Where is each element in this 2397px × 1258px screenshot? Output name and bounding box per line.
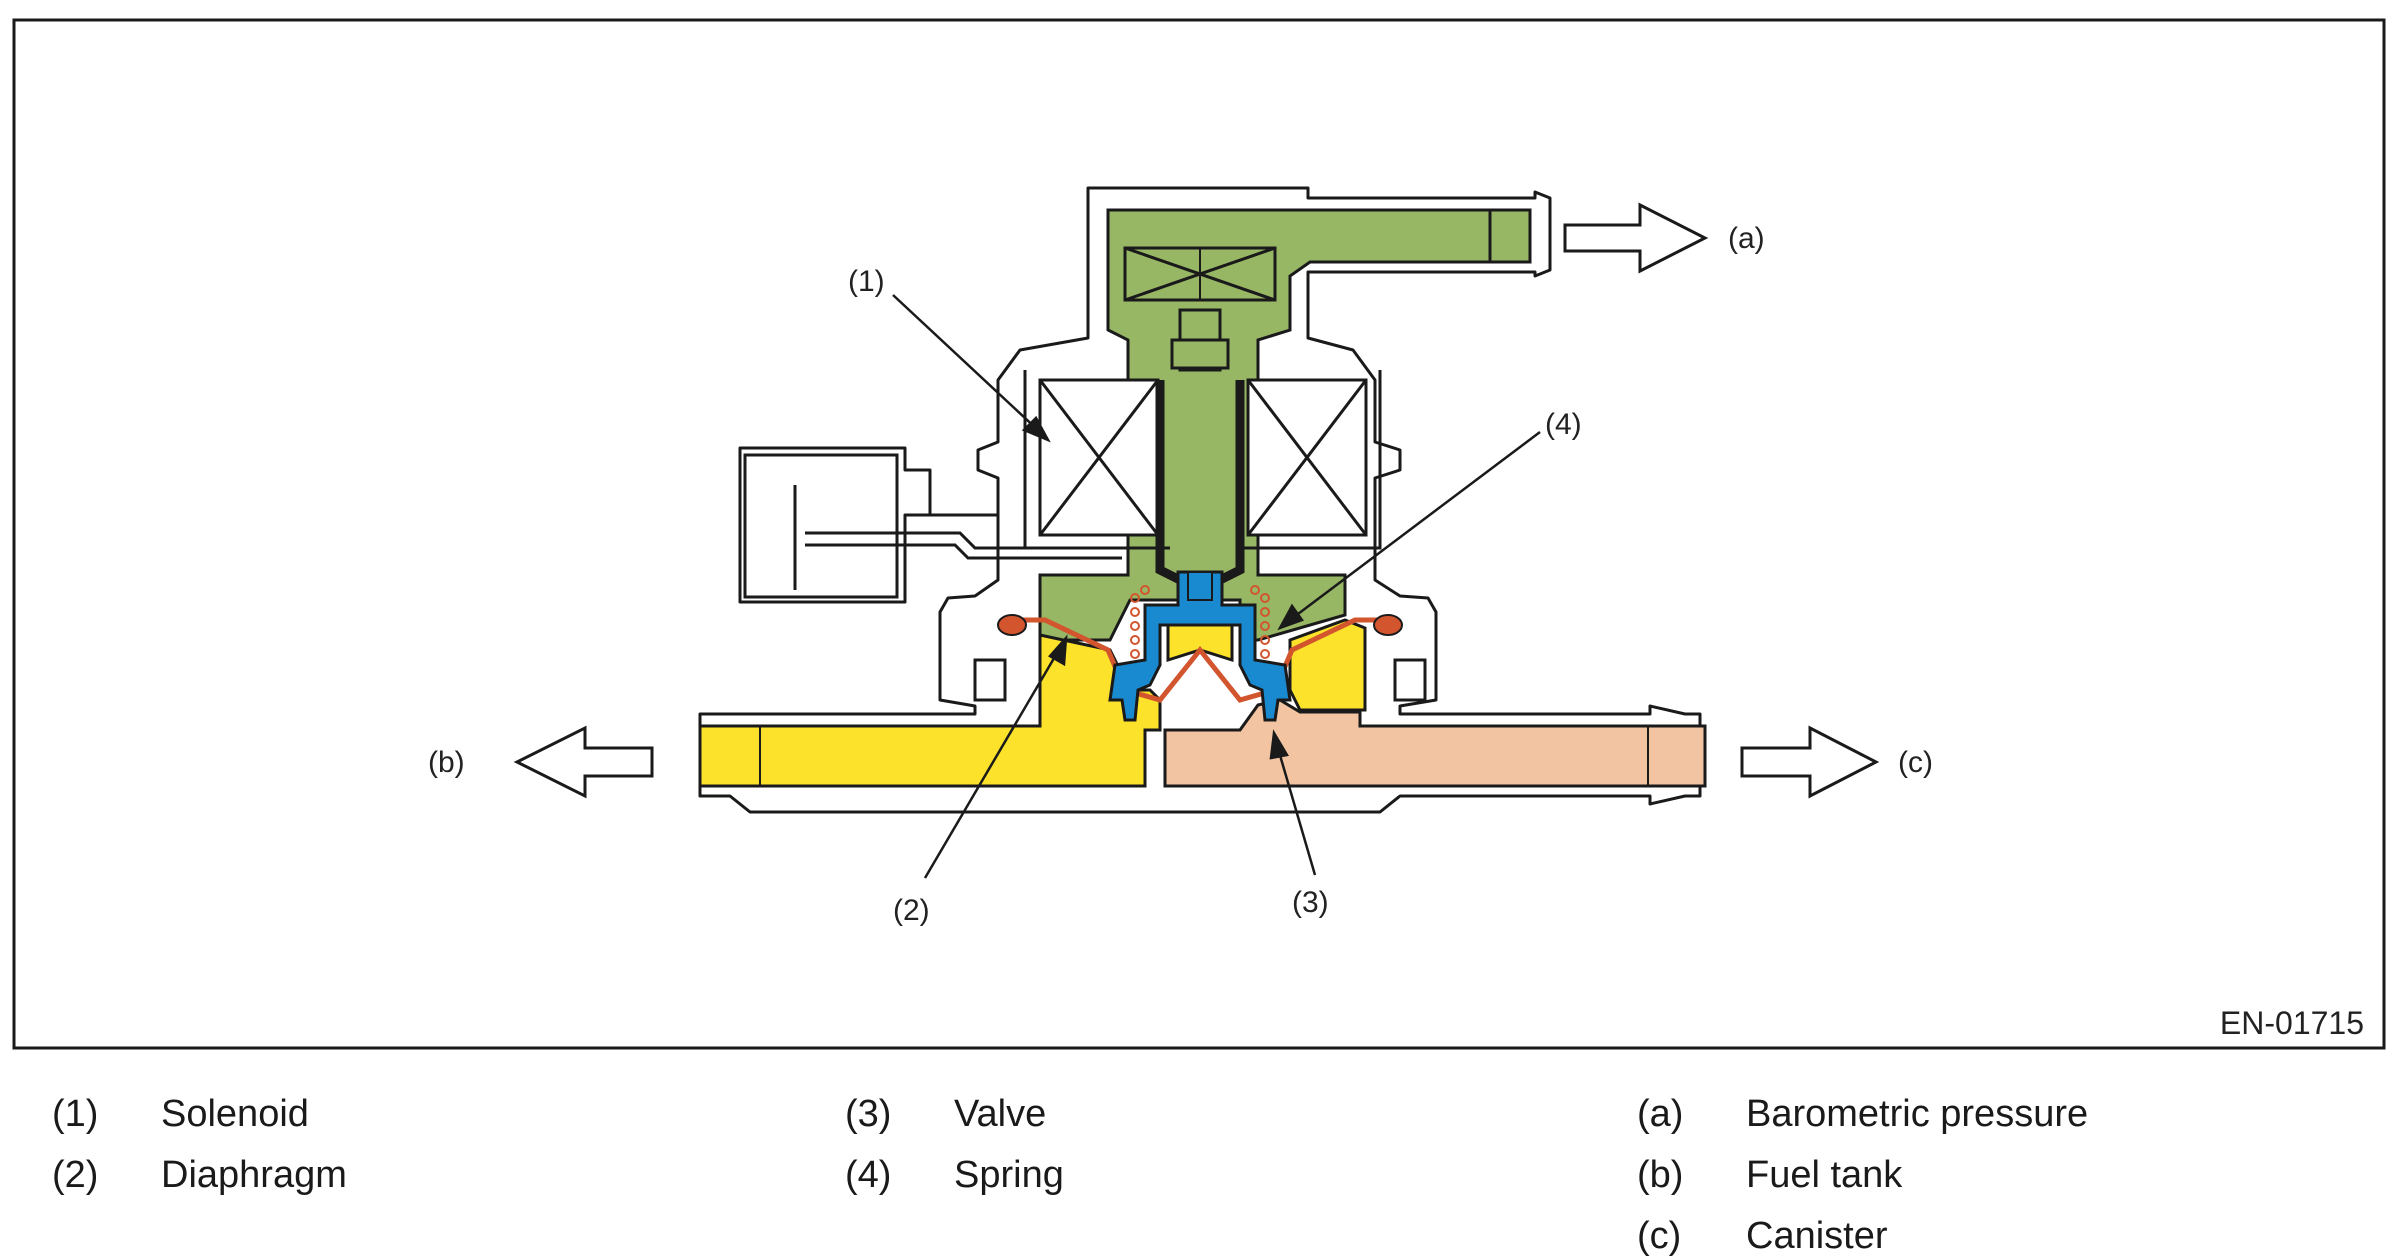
diaphragm-seal-left — [997, 614, 1027, 636]
callout-solenoid: (1) — [848, 265, 885, 298]
valve-spring — [1130, 585, 1270, 659]
arrow-to-barometric — [1563, 202, 1709, 274]
legend-label: Canister — [1746, 1215, 1888, 1257]
electrical-connector — [743, 453, 1122, 599]
legend-label: Barometric pressure — [1746, 1093, 2089, 1135]
callout-canister: (c) — [1898, 746, 1933, 779]
diaphragm-seal-right — [1373, 614, 1403, 636]
legend-key: (c) — [1637, 1215, 1682, 1257]
solenoid-coils — [1023, 370, 1382, 550]
legend-key: (1) — [52, 1093, 99, 1135]
callout-spring: (4) — [1545, 408, 1582, 441]
callout-diaphragm: (2) — [893, 894, 930, 927]
arrow-to-canister — [1740, 725, 1880, 799]
callout-fuel-tank: (b) — [428, 746, 465, 779]
mounting-bosses — [973, 658, 1427, 702]
legend-key: (b) — [1637, 1154, 1684, 1196]
legend-label: Spring — [954, 1154, 1064, 1196]
legend-label: Fuel tank — [1746, 1154, 1903, 1196]
callout-barometric: (a) — [1728, 222, 1765, 255]
diaphragm-membrane — [1005, 617, 1395, 703]
arrow-to-fuel-tank — [513, 725, 654, 799]
leader-lines — [892, 294, 1541, 879]
legend-label: Valve — [954, 1093, 1047, 1135]
legend-key: (2) — [52, 1154, 99, 1196]
legend-key: (4) — [845, 1154, 892, 1196]
legend-key: (3) — [845, 1093, 892, 1135]
legend-label: Solenoid — [161, 1093, 309, 1135]
legend: (1) Solenoid (2) Diaphragm (3) Valve (4)… — [0, 1075, 2397, 1257]
outlet-pipe-a — [1488, 208, 1532, 264]
vent-valve-diagram: (1) (4) (2) (3) (a) (b) (c) EN-01715 — [12, 18, 2386, 1050]
legend-key: (a) — [1637, 1093, 1684, 1135]
figure-id: EN-01715 — [2220, 1005, 2364, 1041]
valve-body — [1108, 570, 1292, 722]
legend-label: Diaphragm — [161, 1154, 347, 1196]
canister-passage — [1163, 698, 1707, 788]
valve-stem — [1187, 571, 1213, 601]
filter-element — [1123, 246, 1277, 302]
callout-valve: (3) — [1292, 886, 1329, 919]
